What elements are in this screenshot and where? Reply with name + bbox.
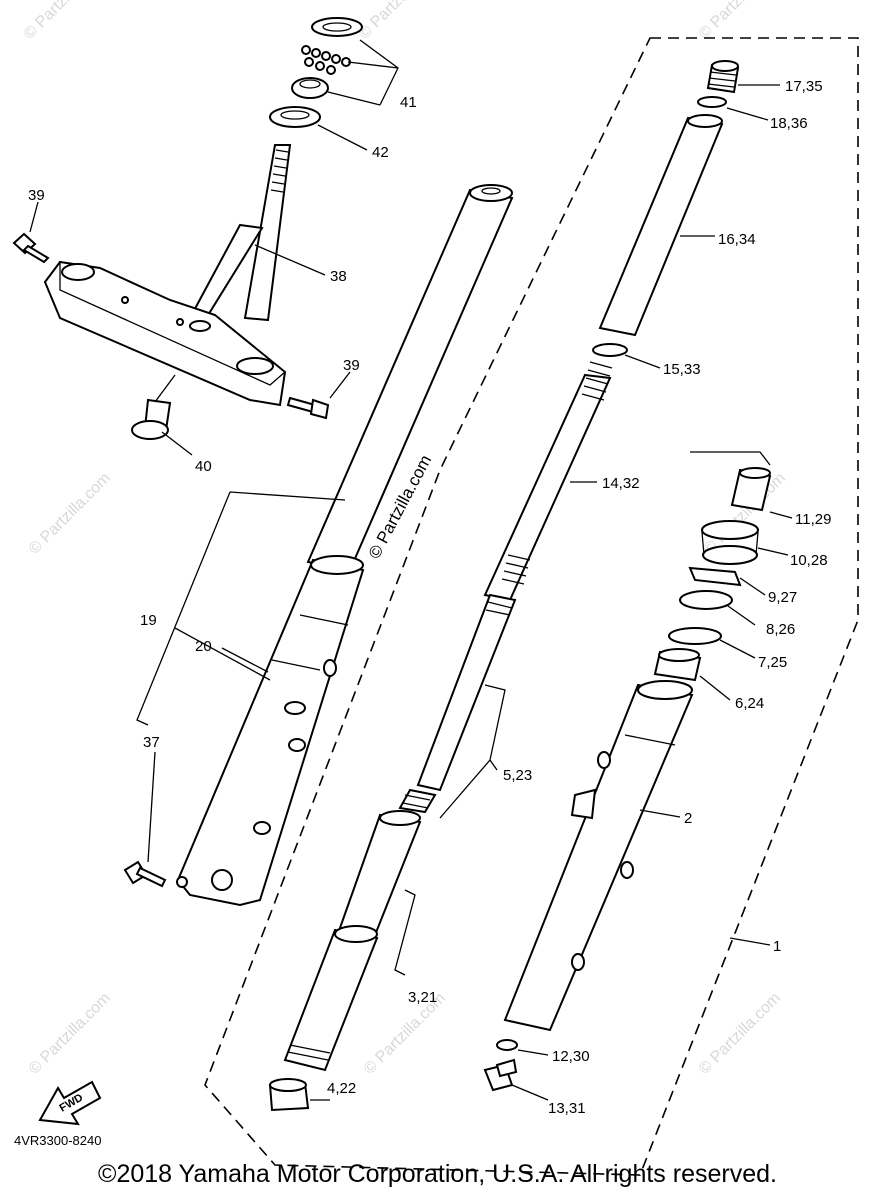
part-label: 9,27 bbox=[768, 589, 797, 606]
bracket-collar bbox=[131, 398, 172, 440]
outer-tube bbox=[503, 680, 694, 1032]
spacer-tube bbox=[598, 114, 724, 337]
watermark: © Partzilla.com bbox=[696, 0, 784, 43]
part-label: 20 bbox=[195, 638, 212, 655]
part-label: 2 bbox=[684, 810, 692, 827]
fork-cap-bolt bbox=[697, 60, 740, 108]
part-label: 39 bbox=[28, 187, 45, 204]
stem-bearing-set bbox=[269, 17, 363, 128]
part-label: 41 bbox=[400, 94, 417, 111]
watermark: © Partzilla.com bbox=[696, 990, 784, 1078]
part-label: 4,22 bbox=[327, 1080, 356, 1097]
spring-seat bbox=[592, 343, 628, 357]
part-label: 39 bbox=[343, 357, 360, 374]
fwd-arrow-icon bbox=[38, 1080, 102, 1126]
part-label: 13,31 bbox=[548, 1100, 586, 1117]
oil-seal-stack bbox=[653, 467, 772, 682]
watermark: © Partzilla.com bbox=[356, 0, 444, 43]
part-label: 6,24 bbox=[735, 695, 764, 712]
part-labels: 41 42 39 38 39 40 19 20 37 17,35 18,36 1… bbox=[28, 78, 831, 1117]
part-label: 11,29 bbox=[795, 511, 831, 528]
part-label: 3,21 bbox=[408, 989, 437, 1006]
part-label: 19 bbox=[140, 612, 157, 629]
part-label: 37 bbox=[143, 734, 160, 751]
part-label: 15,33 bbox=[663, 361, 701, 378]
part-label: 8,26 bbox=[766, 621, 795, 638]
fork-spring-damper-rod bbox=[398, 361, 613, 814]
part-label: 7,25 bbox=[758, 654, 787, 671]
part-label: 10,28 bbox=[790, 552, 828, 569]
part-label: 42 bbox=[372, 144, 389, 161]
part-label: 40 bbox=[195, 458, 212, 475]
under-bracket bbox=[43, 260, 287, 407]
watermark: © Partzilla.com bbox=[26, 990, 114, 1078]
steering-stem bbox=[188, 144, 292, 322]
diagram-code: 4VR3300-8240 bbox=[14, 1133, 102, 1148]
watermark: © Partzilla.com bbox=[26, 470, 114, 558]
bracket-bolt bbox=[12, 232, 50, 264]
part-label: 1 bbox=[773, 938, 781, 955]
bracket-bolt bbox=[286, 396, 330, 420]
left-fork bbox=[123, 184, 514, 907]
assembly-boundary bbox=[204, 37, 859, 1176]
part-label: 18,36 bbox=[770, 115, 808, 132]
part-label: 17,35 bbox=[785, 78, 823, 95]
part-label: 14,32 bbox=[602, 475, 640, 492]
damper-cylinder bbox=[283, 810, 422, 1072]
part-label: 5,23 bbox=[503, 767, 532, 784]
fork-bushing bbox=[268, 1078, 310, 1112]
drain-bolt bbox=[483, 1039, 518, 1092]
part-label: 16,34 bbox=[718, 231, 756, 248]
part-label: 12,30 bbox=[552, 1048, 590, 1065]
part-label: 38 bbox=[330, 268, 347, 285]
copyright-notice: ©2018 Yamaha Motor Corporation, U.S.A. A… bbox=[98, 1160, 777, 1188]
watermark: © Partzilla.com bbox=[21, 0, 109, 43]
